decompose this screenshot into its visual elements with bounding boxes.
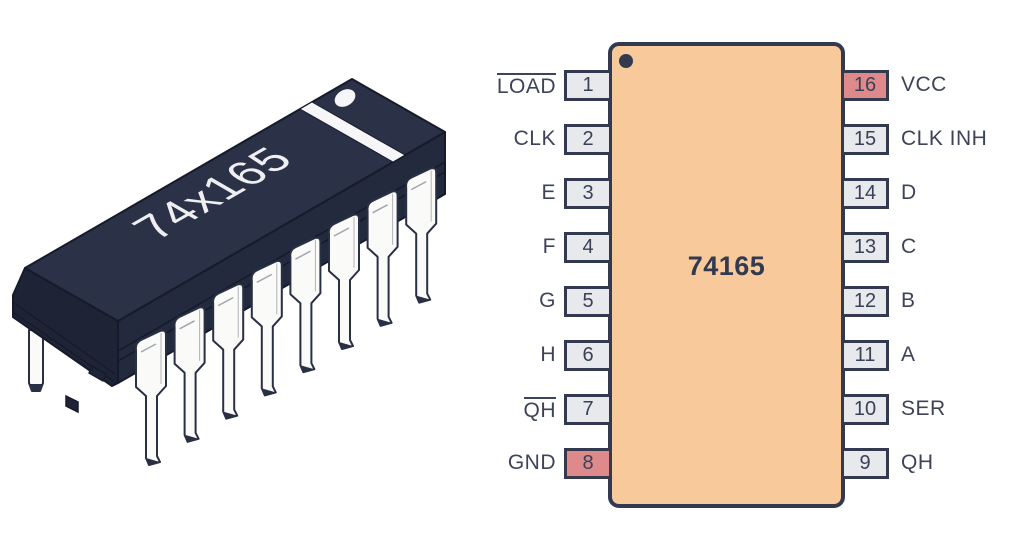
chip-3d-svg: 74x165	[12, 78, 446, 466]
pin-label-text: F	[542, 235, 556, 259]
pin-number-box: 6	[564, 340, 612, 371]
pin-number: 2	[582, 128, 594, 150]
pin-label: F	[300, 232, 556, 263]
pin-number-box: 13	[841, 232, 889, 263]
pin-number-box: 15	[841, 124, 889, 155]
pin-label: A	[901, 340, 1024, 371]
pin-number: 7	[582, 398, 594, 420]
pin-label: G	[300, 286, 556, 317]
pin-label-text: QH	[523, 396, 556, 422]
pinout-pin1-dot	[619, 54, 633, 68]
pin-label-text: H	[540, 343, 556, 367]
pin-label-text: LOAD	[496, 72, 556, 98]
pin-number-box: 4	[564, 232, 612, 263]
pin-label: D	[901, 178, 1024, 209]
chip-3d-hidden-pin	[65, 394, 79, 414]
pin-number-box: 3	[564, 178, 612, 209]
pin-number-box: 12	[841, 286, 889, 317]
pin-label: E	[300, 178, 556, 209]
pin-label-text: CLK	[513, 127, 556, 151]
pinout-part-number: 74165	[687, 251, 766, 281]
pin-label-text: A	[901, 343, 916, 367]
pin-number: 4	[582, 236, 594, 258]
pin-label-text: G	[539, 289, 556, 313]
chip-3d-pin1-dot	[334, 89, 356, 107]
pin-number-box: 9	[841, 448, 889, 479]
pin-number: 13	[853, 236, 877, 258]
pin-label: B	[901, 286, 1024, 317]
pin-number-box: 1	[564, 70, 612, 101]
pin-number-box: 7	[564, 394, 612, 425]
pin-label: QH	[300, 394, 556, 425]
pin-number: 5	[582, 290, 594, 312]
pin-number-box: 14	[841, 178, 889, 209]
pin-label-text: SER	[901, 397, 946, 421]
chip-3d-back-pin	[28, 329, 44, 392]
pin-label: C	[901, 232, 1024, 263]
pin-number-box: 10	[841, 394, 889, 425]
pin-label-text: D	[901, 181, 917, 205]
pin-number: 16	[853, 74, 877, 96]
pin-label: H	[300, 340, 556, 371]
pin-number-box: 8	[564, 448, 612, 479]
pin-number: 10	[853, 398, 877, 420]
pin-label-text: B	[901, 289, 916, 313]
pin-label: CLK INH	[901, 124, 1024, 155]
pin-number: 1	[582, 74, 594, 96]
pin-number-box: 2	[564, 124, 612, 155]
pin-label-text: E	[541, 181, 556, 205]
pin-number: 8	[582, 452, 594, 474]
pin-number-box: 5	[564, 286, 612, 317]
pin-label: VCC	[901, 70, 1024, 101]
pin-label-text: GND	[507, 451, 556, 475]
pin-number: 15	[853, 128, 877, 150]
pin-label-text: QH	[901, 451, 934, 475]
pin-label-text: CLK INH	[901, 127, 988, 151]
pin-number: 14	[853, 182, 877, 204]
pin-label: QH	[901, 448, 1024, 479]
chip-3d-stripe	[298, 101, 407, 163]
pin-label: GND	[300, 448, 556, 479]
pin-number: 12	[853, 290, 877, 312]
pin-label: CLK	[300, 124, 556, 155]
pin-label-text: VCC	[901, 73, 947, 97]
pin-number: 11	[854, 344, 876, 366]
chip-3d-illustration: 74x165	[0, 0, 500, 549]
pin-number: 6	[582, 344, 594, 366]
pin-number: 9	[859, 452, 871, 474]
pin-label-text: C	[901, 235, 917, 259]
pin-number-box: 16	[841, 70, 889, 101]
pin-label: LOAD	[300, 70, 556, 101]
pin-number-box: 11	[841, 340, 889, 371]
pin-label: SER	[901, 394, 1024, 425]
pin-number: 3	[582, 182, 594, 204]
pinout-package-body	[608, 42, 845, 508]
